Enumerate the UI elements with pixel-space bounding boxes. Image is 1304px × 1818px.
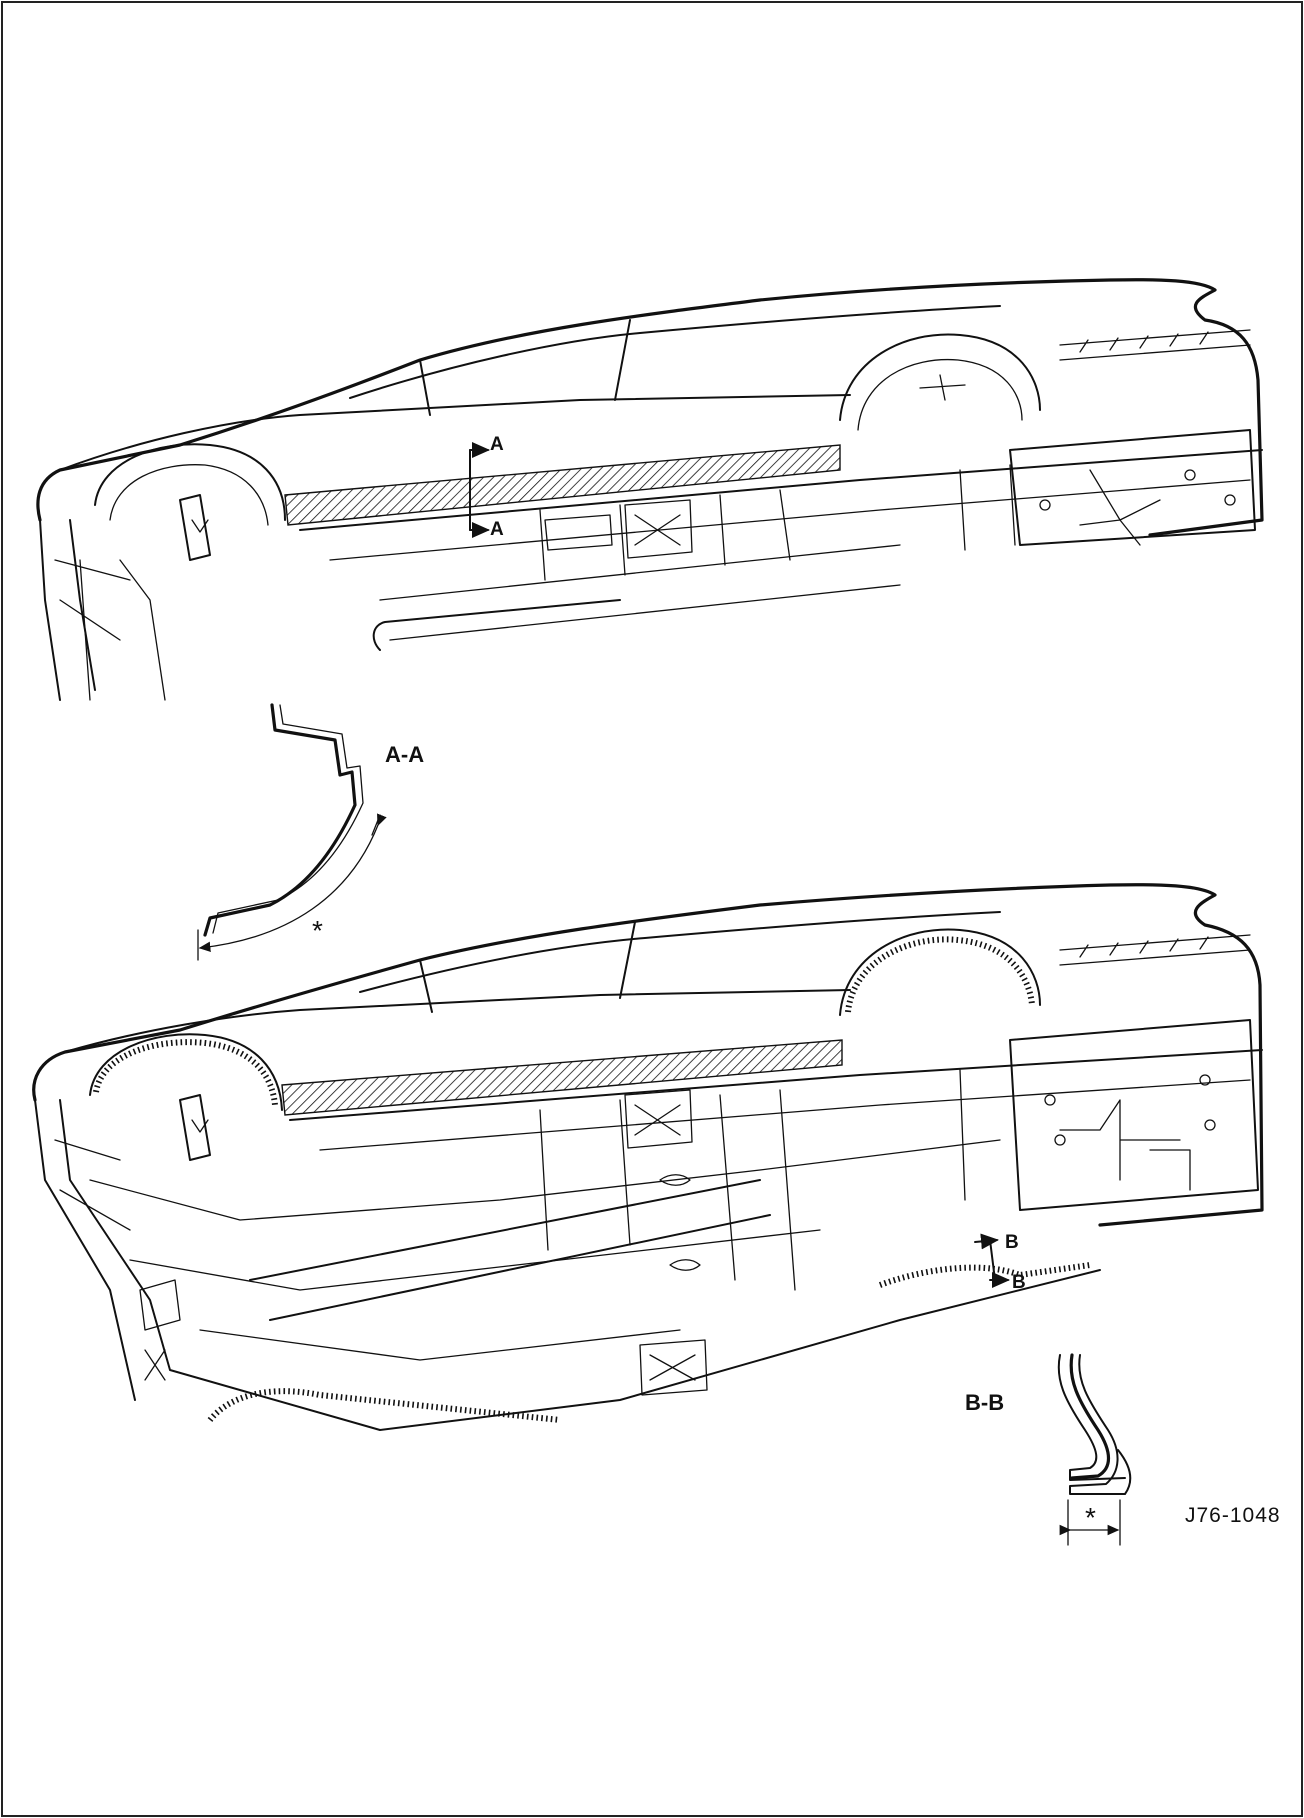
section-b-b-profile (1057, 1353, 1132, 1546)
sealed-sill-area-bottom (281, 1039, 843, 1116)
vehicle-underbody-top (36, 278, 1264, 701)
vehicle-underbody-bottom (32, 883, 1264, 1431)
sealed-sill-area-top (284, 444, 841, 526)
section-a-marker-bottom: A (490, 519, 504, 540)
section-a-a-profile (197, 703, 387, 961)
section-b-dimension: * (1085, 1502, 1096, 1533)
section-b-title: B-B (965, 1390, 1004, 1415)
section-b-marker-bottom: B (1012, 1272, 1026, 1293)
section-a-dimension: * (312, 915, 323, 946)
section-a-title: A-A (385, 742, 424, 767)
section-b-marker-top: B (1005, 1232, 1019, 1253)
figure-reference: J76-1048 (1185, 1504, 1281, 1527)
section-a-marker-top: A (490, 434, 504, 455)
